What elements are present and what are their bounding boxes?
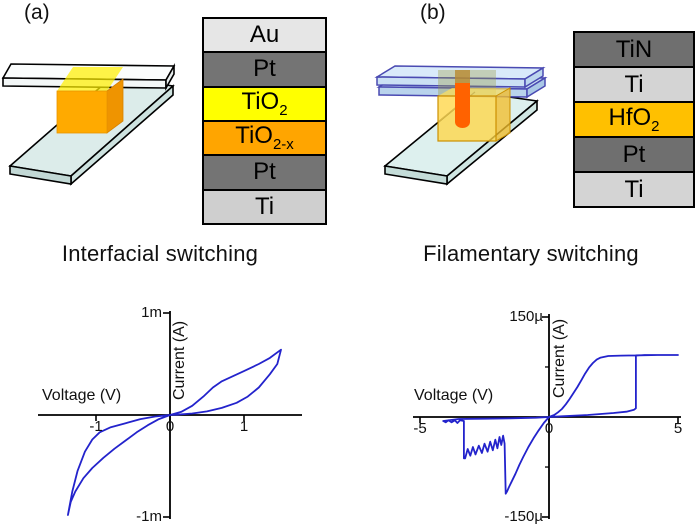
stack-layer-pt: Pt [204,154,325,189]
x-tick-label: 1 [239,418,249,435]
y-axis-bottom-tick-label: -1m [136,508,162,524]
stack-layer-tio2-x: TiO2-x [204,119,325,155]
iv-chart-a: 1m -1m -1 0 1 Voltage (V) Current (A) [0,290,350,524]
x-tick-label: 0 [544,420,554,437]
y-axis-title: Current (A) [551,318,568,398]
x-tick-label: 5 [673,420,683,437]
iv-curve [442,354,679,495]
stack-layer-hfo2: HfO2 [575,101,693,136]
stack-layer-label: TiN [615,35,653,63]
stack-layer-label: HfO2 [608,103,660,135]
iv-chart-b-plot [413,314,681,519]
caption-filamentary-switching: Filamentary switching [423,241,639,266]
y-axis-top-tick-label: 1m [141,304,162,321]
device-schematic-b-crossbar [374,65,548,186]
filament-rod [455,70,470,128]
iv-chart-a-plot [38,311,302,519]
x-tick-label: 0 [165,418,175,435]
x-axis-title: Voltage (V) [42,387,122,404]
iv-chart-b: 150µ -150µ -5 0 5 Voltage (V) Current (A… [350,290,700,524]
stack-layer-pt: Pt [204,51,325,86]
stack-layer-label: Ti [254,192,275,220]
y-axis-bottom-tick-label: -150µ [504,508,543,524]
stack-layer-label: Pt [622,140,646,168]
stack-layer-label: Pt [253,158,276,186]
iv-curve [67,348,282,516]
stack-layer-tin: TiN [575,33,693,66]
x-axis-title: Voltage (V) [414,387,494,404]
device-schematic-a-crossbar [1,62,176,186]
stack-layer-ti: Ti [204,188,325,223]
y-axis-top-tick-label: 150µ [509,308,543,325]
stack-layer-tio2: TiO2 [204,85,325,120]
stack-layer-label: Ti [624,175,644,203]
stack-layer-label: TiO2 [241,87,288,119]
panel-a-label: (a) [24,1,50,24]
stack-layer-au: Au [204,19,325,52]
stack-layer-ti: Ti [575,66,693,101]
panel-b-label: (b) [420,1,446,24]
stack-layer-label: Pt [253,55,276,83]
caption-interfacial-switching: Interfacial switching [61,241,259,266]
x-tick-label: -1 [89,418,103,435]
y-axis-title: Current (A) [171,320,188,400]
stack-layer-label: Ti [624,70,644,98]
stack-layer-ti: Ti [575,171,693,206]
x-tick-label: -5 [413,420,427,437]
stack-layer-pt: Pt [575,136,693,171]
oxide-cell-cube [56,67,124,134]
stack-layer-label: TiO2-x [235,122,294,154]
stack-layer-label: Au [249,21,280,49]
